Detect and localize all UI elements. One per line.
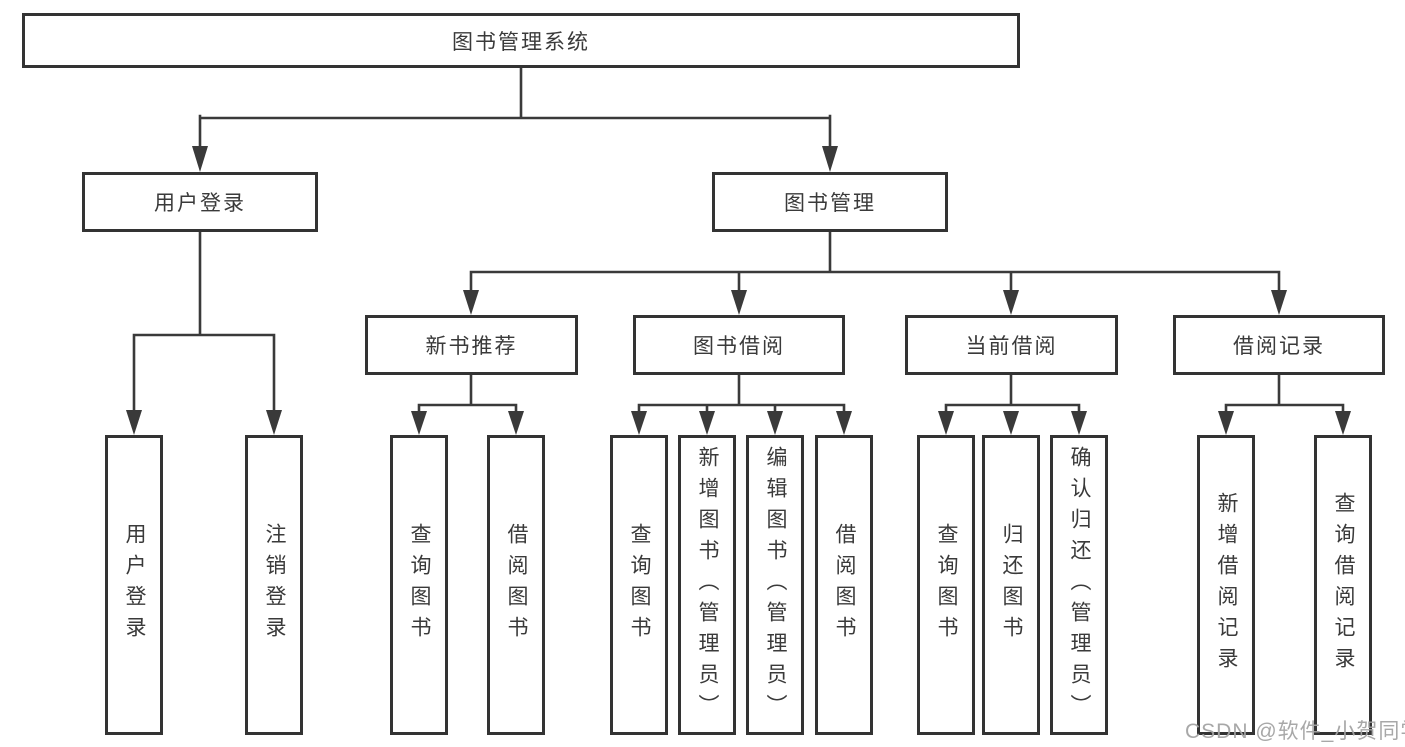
arrowhead-icon [508,411,524,435]
connector-line [417,371,518,415]
node-book-management: 图书管理 [712,172,948,232]
connector-line [637,371,846,415]
connector-root-to-level2 [192,64,838,172]
connector-borrowing-records-children [1218,371,1351,435]
connector-new-book-recommend-children [411,371,524,435]
arrowhead-icon [1003,411,1019,435]
leaf-logout: 注销登录 [245,435,303,735]
arrowhead-icon [767,411,783,435]
csdn-watermark: CSDN @软件_小贺同学 [1185,720,1405,743]
node-user-login: 用户登录 [82,172,318,232]
arrowhead-icon [266,410,282,435]
node-book-borrowing: 图书借阅 [633,315,845,375]
leaf-add-borrow-record: 新增借阅记录 [1197,435,1255,735]
leaf-add-book-admin: 新增图书（管理员） [678,435,736,735]
leaf-query-borrow-record: 查询借阅记录 [1314,435,1372,735]
connector-current-borrowing-children [938,371,1087,435]
connector-book-borrowing-children [631,371,852,435]
connector-line [132,228,276,414]
arrowhead-icon [631,411,647,435]
arrowhead-icon [463,290,479,315]
arrowhead-icon [836,411,852,435]
connector-book-management-children [463,228,1287,315]
arrowhead-icon [731,290,747,315]
leaf-confirm-return-admin: 确认归还（管理员） [1050,435,1108,735]
arrowhead-icon [938,411,954,435]
leaf-borrow-books-borrowing: 借阅图书 [815,435,873,735]
arrowhead-icon [1003,290,1019,315]
leaf-return-books: 归还图书 [982,435,1040,735]
arrowhead-icon [699,411,715,435]
leaf-query-books-current: 查询图书 [917,435,975,735]
arrowhead-icon [192,146,208,172]
node-current-borrowing: 当前借阅 [905,315,1118,375]
connector-line [1224,371,1345,415]
leaf-edit-book-admin: 编辑图书（管理员） [746,435,804,735]
arrowhead-icon [1071,411,1087,435]
arrowhead-icon [1335,411,1351,435]
arrowhead-icon [1271,290,1287,315]
connector-user-login-children [126,228,282,435]
node-library-management-system: 图书管理系统 [22,13,1020,68]
leaf-user-login: 用户登录 [105,435,163,735]
arrowhead-icon [1218,411,1234,435]
arrowhead-icon [411,411,427,435]
leaf-query-books-recommend: 查询图书 [390,435,448,735]
leaf-query-books-borrowing: 查询图书 [610,435,668,735]
node-borrowing-records: 借阅记录 [1173,315,1385,375]
arrowhead-icon [822,146,838,172]
node-new-book-recommend: 新书推荐 [365,315,578,375]
arrowhead-icon [126,410,142,435]
connector-line [198,64,832,152]
connector-line [944,371,1081,415]
connector-line [469,228,1281,294]
leaf-borrow-books-recommend: 借阅图书 [487,435,545,735]
